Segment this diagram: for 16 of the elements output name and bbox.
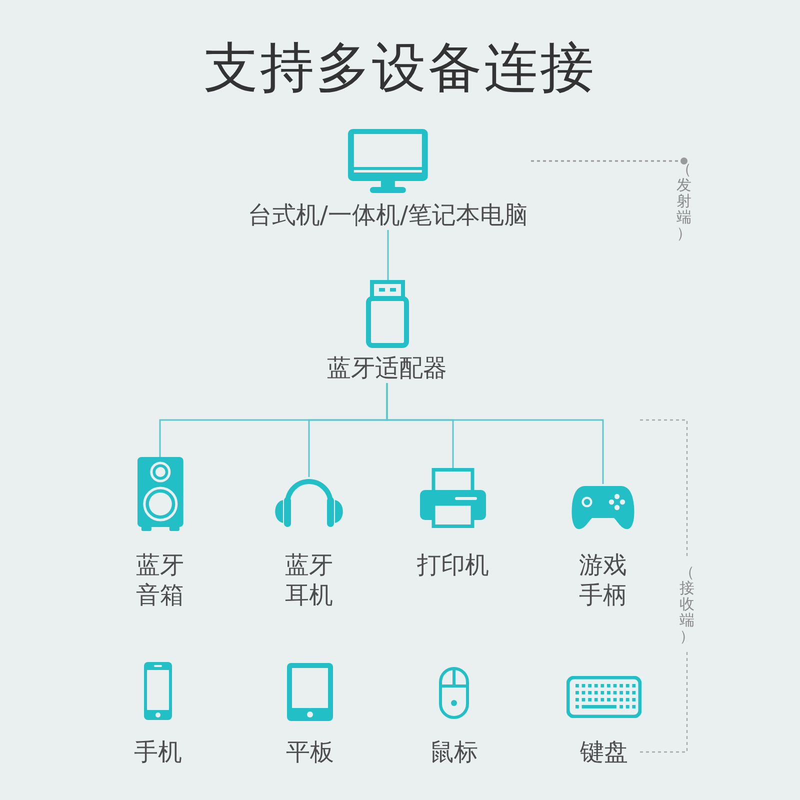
- device-label: 鼠标: [430, 737, 478, 767]
- connector-line: [386, 383, 604, 484]
- device-label: 平板: [286, 737, 334, 767]
- device-label: 游戏手柄: [578, 550, 628, 610]
- device-label: 打印机: [417, 550, 489, 580]
- connector-line: [387, 230, 389, 280]
- leader-line: [528, 158, 688, 164]
- device-label: 蓝牙耳机: [284, 550, 334, 610]
- side-label: （接收端）: [678, 564, 696, 644]
- device-label: 台式机/一体机/笔记本电脑: [248, 200, 528, 230]
- title: 支持多设备连接: [204, 38, 596, 98]
- device-label: 手机: [134, 737, 182, 767]
- side-label: （发射端）: [676, 161, 692, 241]
- device-label: 蓝牙音箱: [135, 550, 185, 610]
- device-label: 键盘: [580, 737, 628, 767]
- device-label: 蓝牙适配器: [327, 353, 447, 383]
